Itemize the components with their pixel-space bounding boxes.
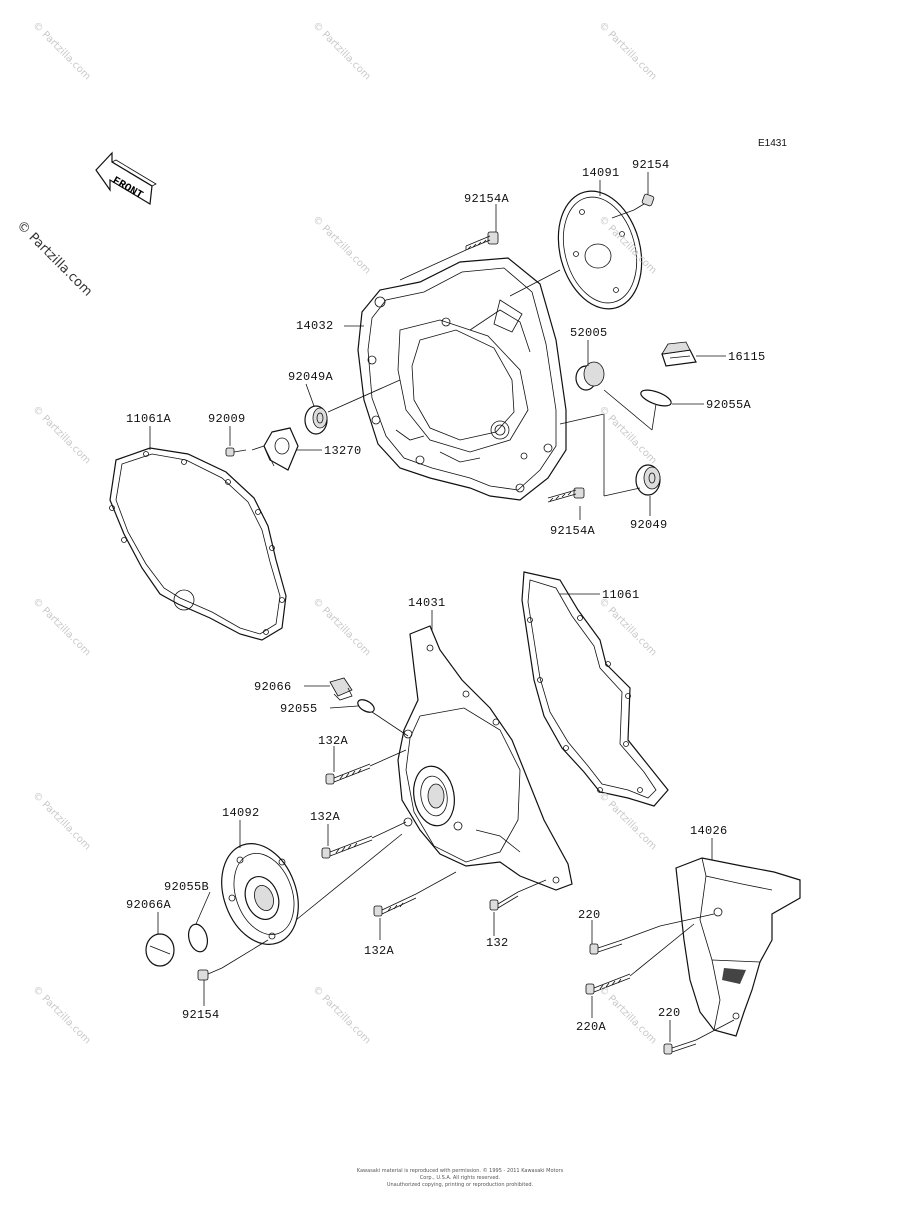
bolt-220-2 [663,1039,697,1055]
part-label-132A-3[interactable]: 132A [364,944,395,958]
copyright-line: Kawasaki material is reproduced with per… [356,1168,564,1181]
part-label-14032[interactable]: 14032 [296,319,334,333]
part-52005 [575,361,605,391]
bolt-92154A-bottom [547,487,585,503]
part-label-92055A[interactable]: 92055A [706,398,752,412]
part-label-92154-bottom[interactable]: 92154 [182,1008,220,1022]
part-label-92066[interactable]: 92066 [254,680,292,694]
seal-92049 [635,464,661,496]
part-label-11061[interactable]: 11061 [602,588,640,602]
part-label-92055[interactable]: 92055 [280,702,318,716]
copyright-line: Unauthorized copying, printing or reprod… [386,1182,534,1188]
part-label-132A-2[interactable]: 132A [310,810,341,824]
part-label-92154A-top[interactable]: 92154A [464,192,510,206]
part-label-220-2[interactable]: 220 [658,1006,681,1020]
cover-14091 [557,190,643,310]
part-label-14092[interactable]: 14092 [222,806,260,820]
part-label-11061A[interactable]: 11061A [126,412,172,426]
part-label-92049A[interactable]: 92049A [288,370,334,384]
oring-92055A [640,389,672,407]
plug-16115 [661,341,697,367]
assembly-lines [221,209,735,1041]
oring-92055 [357,699,375,713]
part-label-92154A-bottom[interactable]: 92154A [550,524,596,538]
part-label-92049[interactable]: 92049 [630,518,668,532]
part-label-92055B[interactable]: 92055B [164,880,210,894]
cover-14092 [221,843,299,945]
bolt-132 [489,891,519,911]
guard-14026 [675,857,801,1037]
part-label-14026[interactable]: 14026 [690,824,728,838]
gasket-11061A [109,447,287,641]
copyright-notice: Kawasaki material is reproduced with per… [350,1168,570,1189]
part-label-13270[interactable]: 13270 [324,444,362,458]
part-label-92154-top[interactable]: 92154 [632,158,670,172]
clutch-cover-14032 [357,257,567,501]
bolt-92154A-top [465,231,499,251]
bolt-132A-1 [325,763,371,785]
part-label-132[interactable]: 132 [486,936,509,950]
bolt-132A-3 [373,893,417,917]
part-label-92066A[interactable]: 92066A [126,898,172,912]
part-label-220-1[interactable]: 220 [578,908,601,922]
bolt-220A [585,973,631,995]
part-label-132A-1[interactable]: 132A [318,734,349,748]
part-label-14091[interactable]: 14091 [582,166,620,180]
plug-92066 [329,677,353,701]
cap-92066A [145,933,175,967]
bolt-92154-top [633,193,655,211]
seal-92049A [304,405,328,435]
bolt-220-1 [589,939,623,955]
part-label-16115[interactable]: 16115 [728,350,766,364]
plate-13270 [263,427,299,471]
bolt-92154-bottom [197,967,223,981]
oring-92055B [187,923,209,953]
part-label-14031[interactable]: 14031 [408,596,446,610]
leader-lines [149,172,726,1042]
diagram-code: E1431 [758,138,787,149]
part-label-52005[interactable]: 52005 [570,326,608,340]
front-arrow-icon: FRONT [95,151,157,205]
part-label-220A[interactable]: 220A [576,1020,607,1034]
part-label-92009[interactable]: 92009 [208,412,246,426]
bolt-132A-2 [321,835,373,859]
cover-14031 [397,625,573,891]
gasket-11061 [521,571,669,807]
screw-92009 [225,447,247,457]
